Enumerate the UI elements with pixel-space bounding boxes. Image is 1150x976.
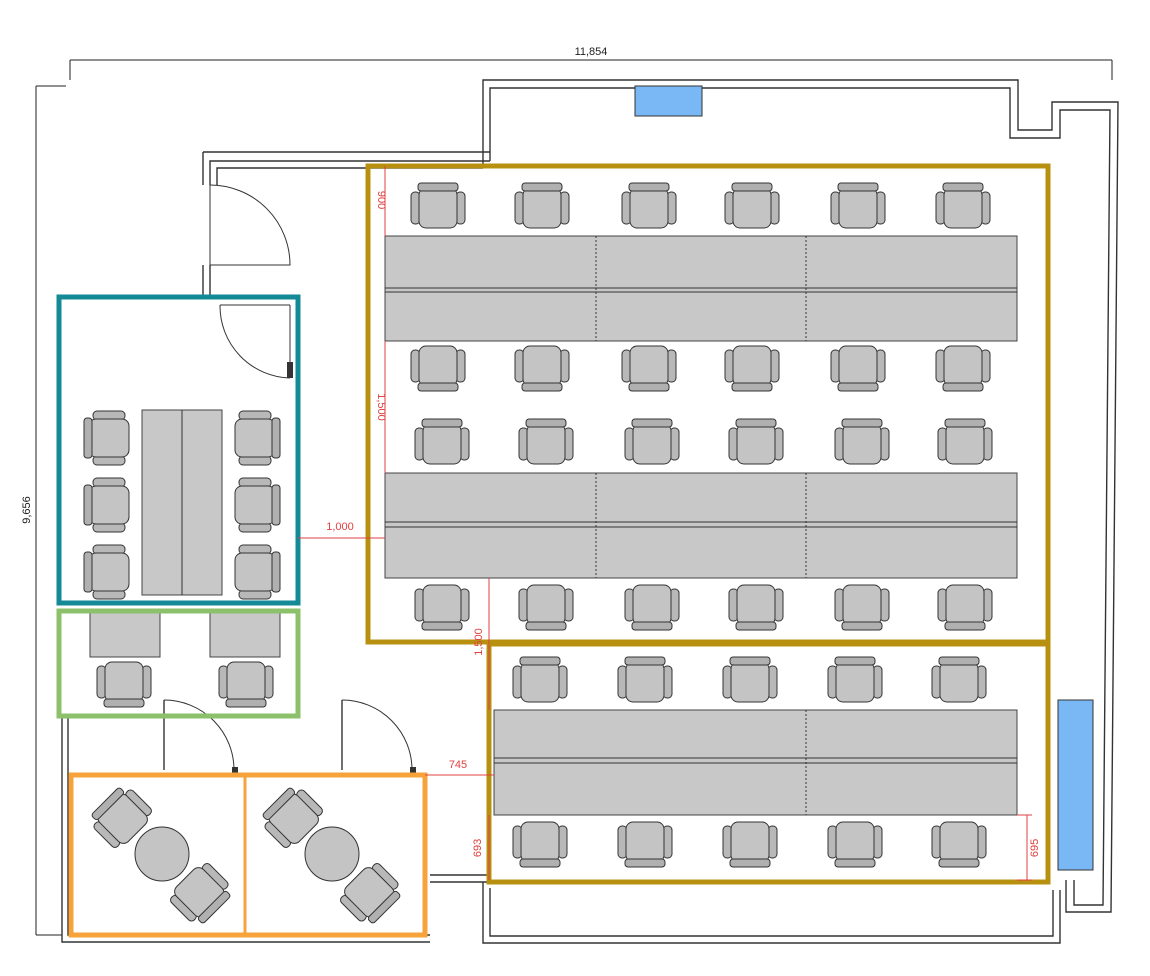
chair [514,182,570,229]
chair [830,182,886,229]
office-door-left [163,699,238,773]
window-right [1057,699,1094,871]
chair [83,544,130,600]
chair [234,477,281,533]
chair [728,418,784,465]
dim-top-clearance: 900 [375,191,387,209]
chair [724,345,780,392]
overall-width-dimension: 11,854 [69,46,1113,80]
overall-height-label: 9,656 [21,496,33,524]
chair [218,661,274,708]
chair [410,345,466,392]
dim-aisle-upper: 1,500 [375,393,387,421]
chair [722,656,778,703]
chair [518,584,574,631]
private-office-furniture [85,775,407,935]
zone-open-plan-lower [486,641,1051,885]
open-plan-upper-furniture [384,182,1018,631]
overall-height-dimension: 9,656 [21,85,66,936]
dim-lower-right-gap: 695 [1029,839,1041,857]
overall-width-label: 11,854 [575,46,608,58]
chair [827,656,883,703]
chair [518,418,574,465]
zone-meeting-room [56,294,301,606]
dimension-annotations: 900 1,500 1,000 1,500 745 693 695 [298,166,1041,881]
chair [512,656,568,703]
chair [514,345,570,392]
office-door-right [341,699,416,773]
chair [724,182,780,229]
entrance-door [209,184,291,266]
dim-lower-left-gap: 693 [472,839,484,857]
chair [410,182,466,229]
chair [830,345,886,392]
zone-private-offices [68,772,428,938]
chair [935,345,991,392]
chair [834,418,890,465]
chair [722,821,778,868]
open-plan-lower-furniture [493,656,1018,868]
chair [728,584,784,631]
chair [931,656,987,703]
chair [96,661,152,708]
chair [617,656,673,703]
chair [512,821,568,868]
chair [834,584,890,631]
chair [827,821,883,868]
chair [83,410,130,466]
window-top [634,85,703,117]
zone-reception [56,608,301,719]
chair [621,182,677,229]
chair [931,821,987,868]
chair [624,584,680,631]
dim-corridor-gap: 1,000 [326,521,354,533]
chair [414,584,470,631]
chair [234,544,281,600]
chair [234,410,281,466]
dim-side-gap: 745 [449,759,467,771]
chair [624,418,680,465]
zone-outlines [56,163,1051,938]
reception-furniture [89,609,281,708]
chair [83,477,130,533]
chair [937,584,993,631]
dim-aisle-lower: 1,500 [473,628,485,656]
meeting-room-door [219,304,293,379]
meeting-room-furniture [83,409,281,600]
chair [414,418,470,465]
chair [621,345,677,392]
chair [617,821,673,868]
chair [935,182,991,229]
chair [937,418,993,465]
